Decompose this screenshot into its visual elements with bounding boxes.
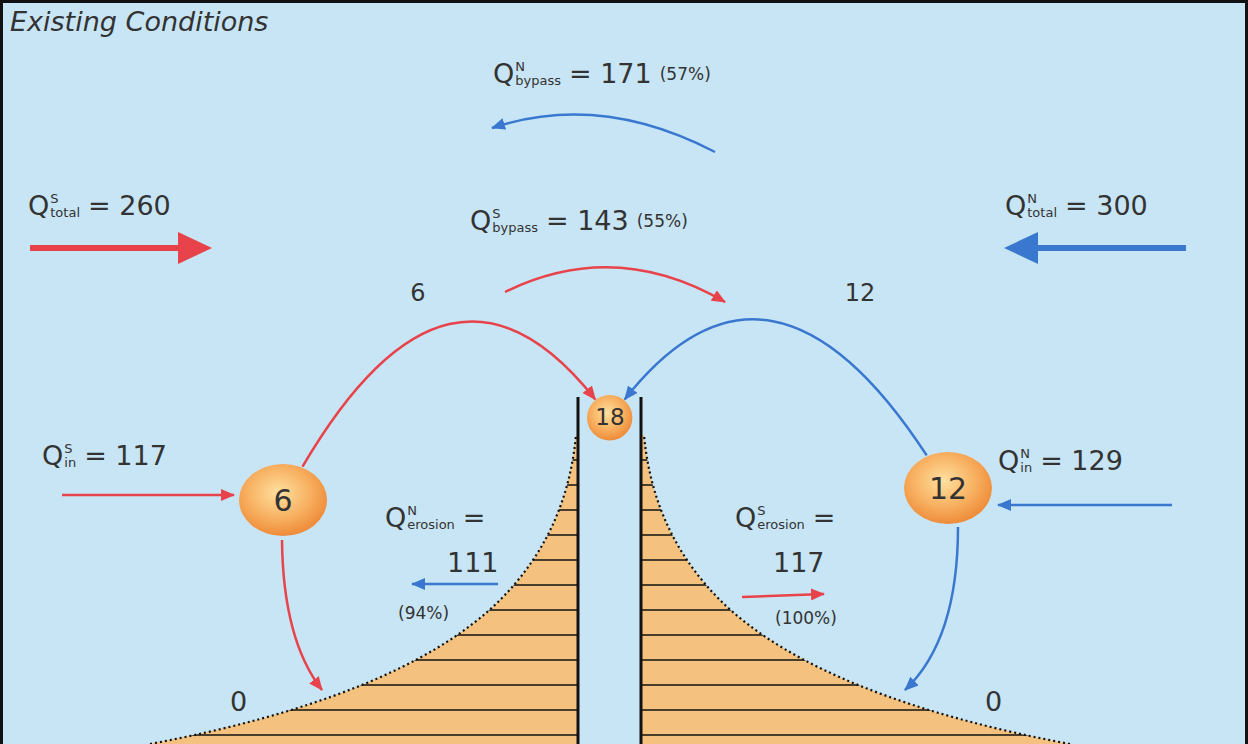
flux-subscript: total bbox=[50, 206, 80, 220]
jetty-wall bbox=[577, 397, 580, 744]
flux-symbol: Q bbox=[1005, 190, 1026, 222]
flux-value: 117 bbox=[773, 547, 825, 579]
direction-superscript: N bbox=[1027, 192, 1057, 206]
bypass-arrow bbox=[505, 267, 725, 302]
circle-fill bbox=[239, 464, 327, 536]
flux-expression: QStotal = 260 bbox=[28, 190, 171, 222]
sediment-circle: 12 bbox=[903, 451, 993, 525]
erosion-arrow bbox=[412, 583, 498, 586]
flux-symbol: Q bbox=[28, 190, 49, 222]
inflow-arrow bbox=[62, 494, 234, 497]
circle-value: 18 bbox=[595, 405, 624, 430]
index-stack: Sin bbox=[64, 442, 76, 470]
shoreline bbox=[150, 435, 576, 744]
flux-expression: QNerosion = bbox=[385, 502, 485, 534]
flux-expression: QSerosion = bbox=[735, 502, 835, 534]
flux-symbol: Q bbox=[42, 440, 63, 472]
direction-superscript: S bbox=[492, 207, 538, 221]
direction-superscript: N bbox=[1020, 447, 1032, 461]
direction-superscript: N bbox=[515, 60, 561, 74]
flux-expression: QNbypass = 171 (57%) bbox=[493, 58, 711, 90]
flux-subscript: in bbox=[1020, 461, 1032, 475]
flux-value: = 171 bbox=[569, 58, 652, 90]
flow-connector bbox=[625, 319, 927, 455]
erosion-arrow bbox=[742, 594, 824, 597]
flux-subscript: bypass bbox=[515, 74, 561, 88]
flow-connector bbox=[303, 321, 596, 466]
flux-value: = 260 bbox=[88, 190, 171, 222]
beach-arrow bbox=[905, 527, 958, 690]
flux-subscript: bypass bbox=[492, 221, 538, 235]
total-arrow-head bbox=[178, 232, 212, 264]
jetty-wall bbox=[640, 397, 643, 744]
index-stack: Nin bbox=[1020, 447, 1032, 475]
index-stack: Stotal bbox=[50, 192, 80, 220]
direction-superscript: S bbox=[64, 442, 76, 456]
flux-value: = bbox=[813, 502, 836, 534]
beach-arrow bbox=[282, 540, 322, 690]
flux-symbol: Q bbox=[385, 502, 406, 534]
flux-symbol: Q bbox=[998, 445, 1019, 477]
flux-subscript: total bbox=[1027, 206, 1057, 220]
flux-symbol: Q bbox=[493, 58, 514, 90]
flux-value: 0 bbox=[230, 686, 247, 718]
circle-fill bbox=[904, 452, 992, 524]
edge-label: 12 bbox=[845, 279, 876, 307]
circle-value: 6 bbox=[273, 484, 292, 517]
index-stack: Nbypass bbox=[515, 60, 561, 88]
flux-subscript: erosion bbox=[407, 518, 455, 532]
flux-subscript: in bbox=[64, 456, 76, 470]
sediment-circle: 18 bbox=[586, 394, 633, 441]
index-stack: Nerosion bbox=[407, 504, 455, 532]
diagram-title: Existing Conditions bbox=[10, 6, 268, 38]
index-stack: Serosion bbox=[757, 504, 805, 532]
percent-value: (57%) bbox=[660, 64, 711, 84]
total-arrow bbox=[1036, 245, 1186, 251]
index-stack: Sbypass bbox=[492, 207, 538, 235]
percent-value: (100%) bbox=[775, 608, 837, 628]
percent-value: (94%) bbox=[398, 603, 449, 623]
total-arrow-head bbox=[1004, 232, 1038, 264]
flux-value: = 143 bbox=[546, 205, 629, 237]
bypass-arrow bbox=[492, 115, 715, 153]
flux-value: 0 bbox=[985, 686, 1002, 718]
flux-symbol: Q bbox=[735, 502, 756, 534]
flux-value: = 300 bbox=[1065, 190, 1148, 222]
inflow-arrow bbox=[998, 504, 1172, 507]
shoreline bbox=[644, 435, 1070, 744]
flux-expression: QNtotal = 300 bbox=[1005, 190, 1148, 222]
flux-value: = 129 bbox=[1040, 445, 1123, 477]
flux-symbol: Q bbox=[470, 205, 491, 237]
direction-superscript: S bbox=[757, 504, 805, 518]
direction-superscript: S bbox=[50, 192, 80, 206]
flux-expression: QSbypass = 143 (55%) bbox=[470, 205, 688, 237]
sediment-circle: 6 bbox=[238, 463, 328, 537]
index-stack: Ntotal bbox=[1027, 192, 1057, 220]
total-arrow bbox=[30, 245, 180, 251]
percent-value: (55%) bbox=[637, 211, 688, 231]
flux-value: = 117 bbox=[84, 440, 167, 472]
circle-value: 12 bbox=[929, 472, 967, 505]
circle-fill bbox=[587, 395, 632, 440]
direction-superscript: N bbox=[407, 504, 455, 518]
flux-subscript: erosion bbox=[757, 518, 805, 532]
flux-value: = bbox=[463, 502, 486, 534]
flux-value: 111 bbox=[447, 547, 499, 579]
edge-label: 6 bbox=[410, 279, 425, 307]
flux-expression: QNin = 129 bbox=[998, 445, 1123, 477]
beach-fill bbox=[150, 435, 578, 744]
flux-expression: QSin = 117 bbox=[42, 440, 167, 472]
beach-fill bbox=[642, 435, 1070, 744]
